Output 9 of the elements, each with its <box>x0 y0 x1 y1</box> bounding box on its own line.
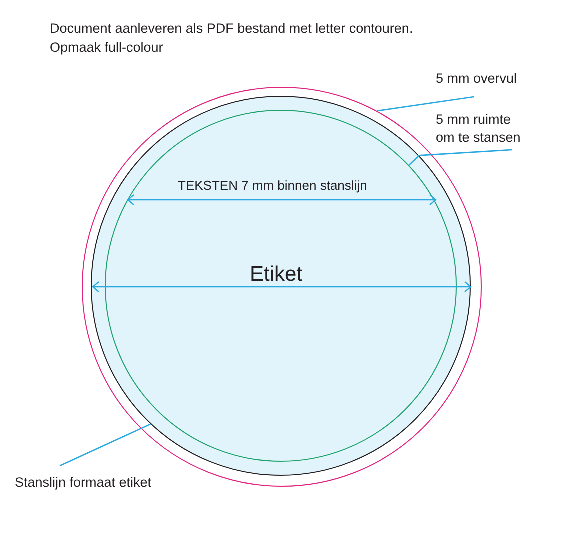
callout-text: Stanslijn formaat etiket <box>15 474 195 492</box>
leader-line <box>377 96 474 112</box>
instruction-text: Document aanleveren als PDF bestand met letter contouren. Opmaak full-colour <box>50 20 414 57</box>
callout-text: 5 mm overvul <box>436 70 546 88</box>
dimension-label: TEKSTEN 7 mm binnen stanslijn <box>178 178 368 193</box>
callout-text: 5 mm ruimte om te stansen <box>436 111 526 147</box>
label-title: Etiket <box>250 263 303 287</box>
leader-line <box>60 424 151 467</box>
leader-line <box>408 149 512 166</box>
